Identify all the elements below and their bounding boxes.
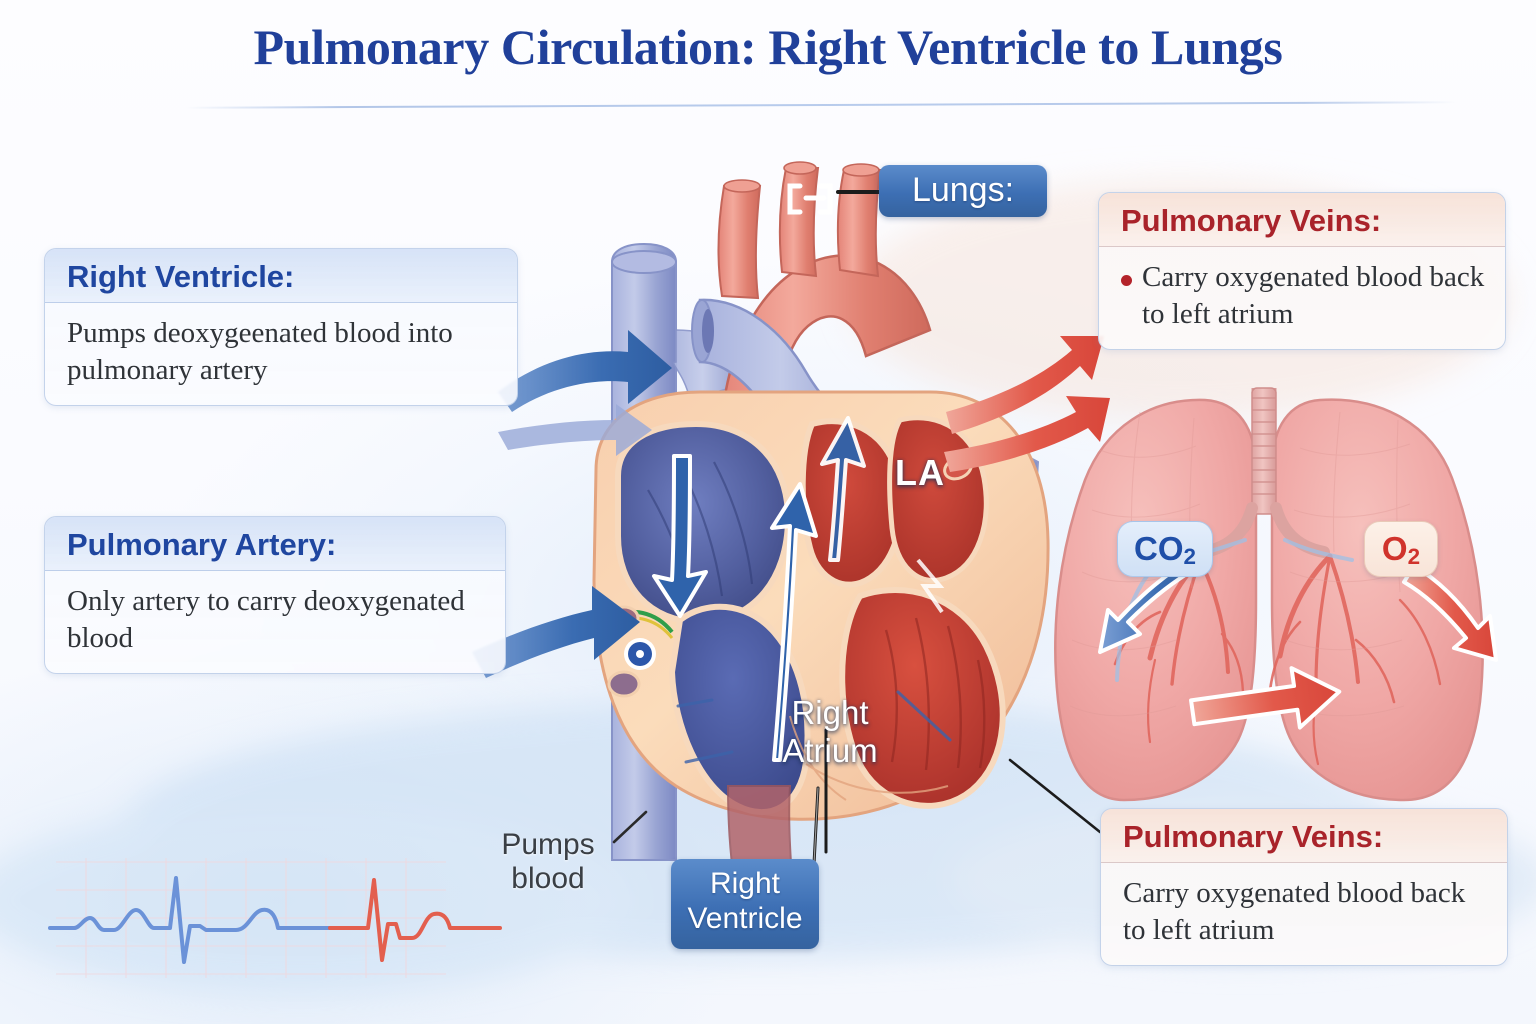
callout-pulmonary-artery[interactable]: Pulmonary Artery: Only artery to carry d… — [44, 516, 506, 674]
page-title-bar: Pulmonary Circulation: Right Ventricle t… — [0, 18, 1536, 76]
heart-illustration — [472, 161, 1110, 881]
badge-lungs[interactable]: Lungs: — [879, 165, 1047, 217]
callout-heading: Right Ventricle: — [45, 249, 517, 303]
callout-body-text: Carry oxygenated blood back to left atri… — [1142, 260, 1485, 330]
callout-right-ventricle[interactable]: Right Ventricle: Pumps deoxygeenated blo… — [44, 248, 518, 406]
callout-body: Carry oxygenated blood back to left atri… — [1099, 247, 1505, 349]
callout-heading: Pulmonary Artery: — [45, 517, 505, 571]
callout-body: Carry oxygenated blood back to left atri… — [1101, 863, 1507, 965]
label-pumps-blood: Pumps blood — [501, 828, 595, 896]
callout-pulmonary-veins-top[interactable]: Pulmonary Veins: Carry oxygenated blood … — [1098, 192, 1506, 350]
callout-pulmonary-veins-bottom[interactable]: Pulmonary Veins: Carry oxygenated blood … — [1100, 808, 1508, 966]
callout-heading: Pulmonary Veins: — [1099, 193, 1505, 247]
label-right-atrium: Right Atrium — [782, 694, 878, 769]
callout-heading: Pulmonary Veins: — [1101, 809, 1507, 863]
ecg-trace — [48, 858, 502, 978]
leader-lines — [612, 183, 1102, 942]
callout-body-text: Carry oxygenated blood back to left atri… — [1123, 876, 1466, 946]
lungs-illustration — [1054, 387, 1498, 802]
badge-o2: O2 — [1364, 521, 1438, 577]
title-divider — [185, 101, 1457, 109]
callout-body: Only artery to carry deoxygenated blood — [45, 571, 505, 673]
callout-body-text: Pumps deoxygeenated blood into pulmonary… — [67, 316, 453, 386]
callout-body: Pumps deoxygeenated blood into pulmonary… — [45, 303, 517, 405]
page-title: Pulmonary Circulation: Right Ventricle t… — [253, 19, 1283, 75]
callout-body-text: Only artery to carry deoxygenated blood — [67, 584, 465, 654]
label-left-atrium: LA — [895, 452, 945, 493]
badge-co2: CO2 — [1117, 521, 1213, 577]
bullet-dot-icon — [1121, 274, 1132, 286]
o2-subscript: 2 — [1407, 544, 1421, 570]
co2-subscript: 2 — [1183, 544, 1196, 570]
co2-text: CO — [1134, 530, 1184, 567]
o2-text: O — [1381, 530, 1408, 567]
badge-right-ventricle[interactable]: Right Ventricle — [671, 859, 819, 949]
